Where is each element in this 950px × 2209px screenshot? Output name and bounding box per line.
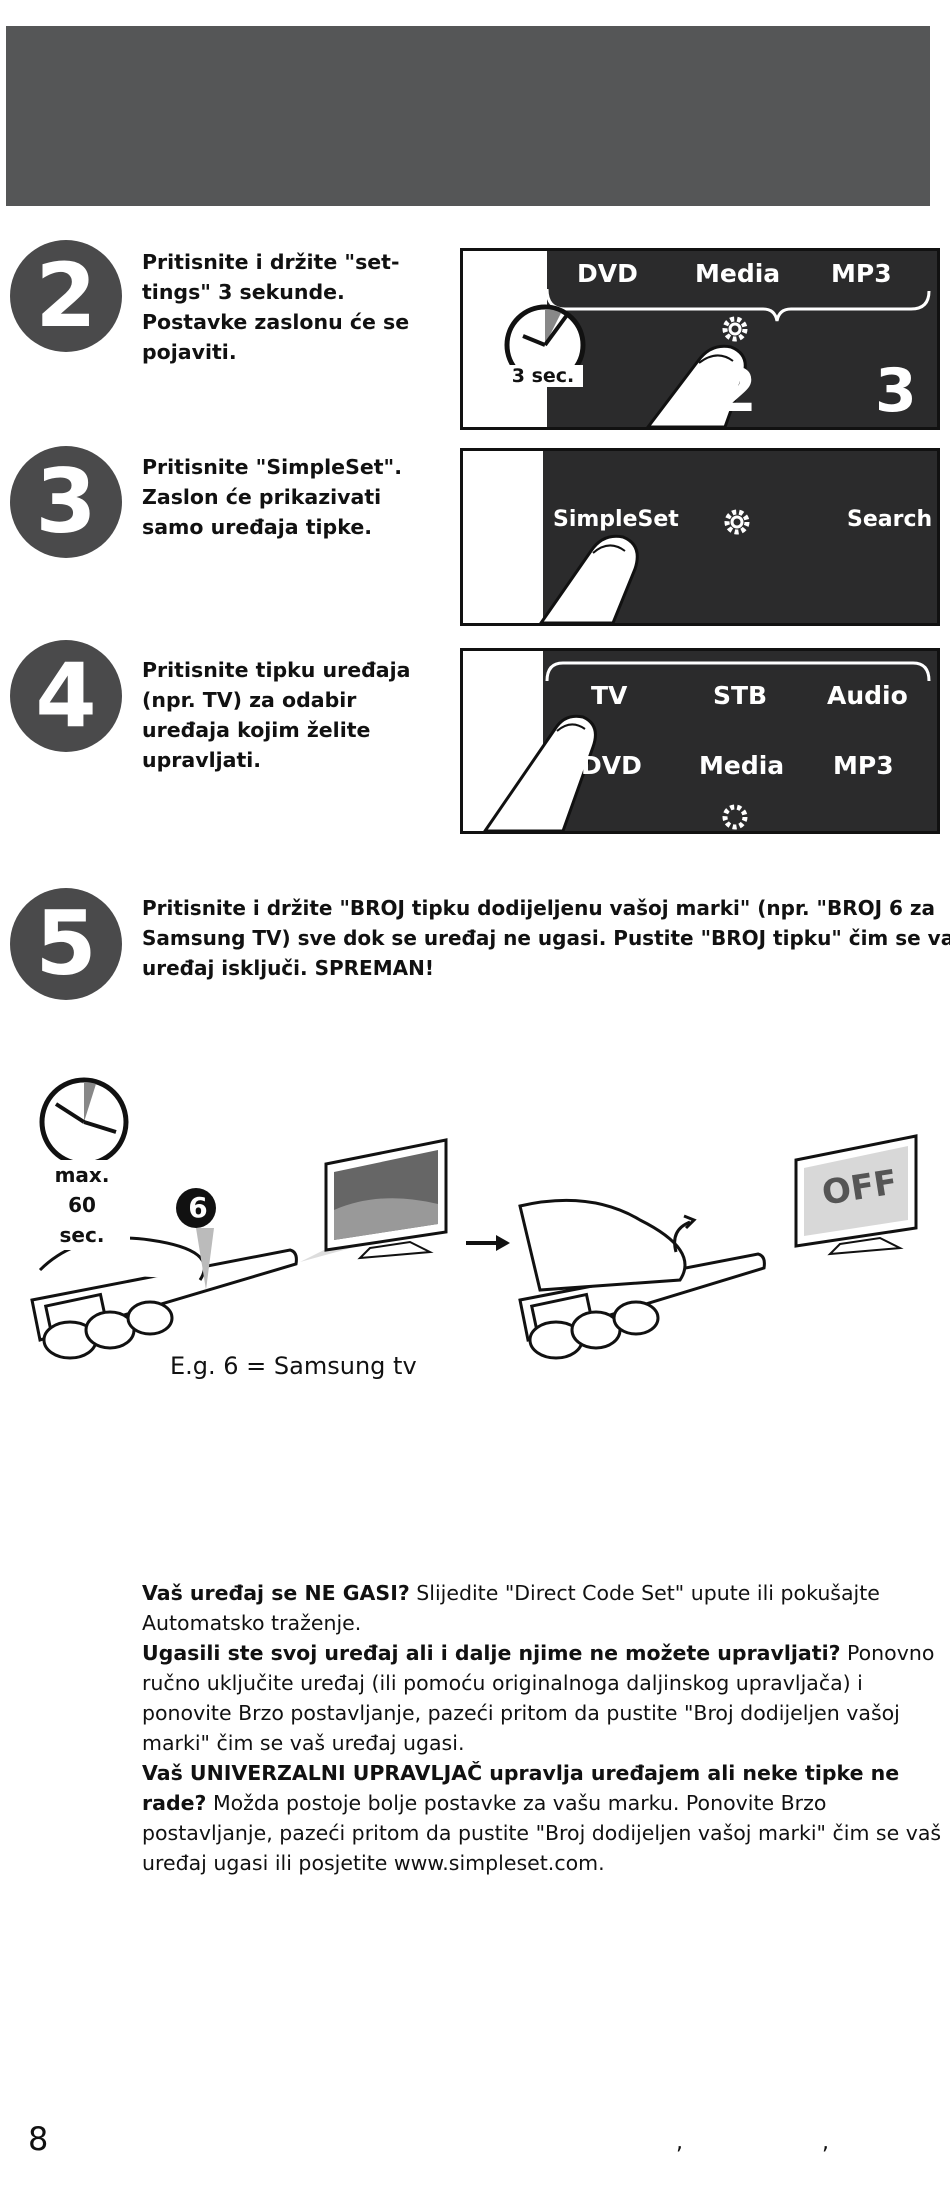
tv-off-label: OFF bbox=[819, 1162, 901, 1214]
search-label: Search bbox=[847, 507, 933, 532]
faq-item-2: Ugasili ste svoj uređaj ali i dalje njim… bbox=[142, 1638, 942, 1758]
faq-answer-2: Ponovno ručno uključite uređaj (ili pomo… bbox=[142, 1641, 935, 1755]
remote-left bbox=[30, 1236, 298, 1360]
tv-on-icon bbox=[324, 1138, 448, 1260]
screen-2-label-dvd: DVD bbox=[577, 259, 638, 288]
finger-icon bbox=[646, 344, 747, 427]
device-dvd-label: DVD bbox=[581, 751, 642, 780]
step-2-badge: 2 bbox=[10, 240, 122, 352]
finger-icon bbox=[539, 534, 639, 623]
screen-3-graphics bbox=[539, 509, 750, 623]
step-3-badge: 3 bbox=[10, 446, 122, 558]
finger-icon bbox=[483, 714, 597, 831]
footer-mark-1: , bbox=[676, 2130, 683, 2155]
simpleset-label: SimpleSet bbox=[553, 507, 679, 532]
faq-item-1: Vaš uređaj se NE GASI? Slijedite "Direct… bbox=[142, 1578, 942, 1638]
faq-question-3: Vaš UNIVERZALNI UPRAVLJAČ upravlja uređa… bbox=[142, 1761, 900, 1815]
faq-question-1: Vaš uređaj se NE GASI? bbox=[142, 1581, 410, 1605]
screen-2-label-media: Media bbox=[695, 259, 781, 288]
device-stb-label: STB bbox=[713, 681, 768, 710]
clock-icon bbox=[504, 304, 586, 386]
faq-question-2: Ugasili ste svoj uređaj ali i dalje njim… bbox=[142, 1641, 841, 1665]
step-5-badge: 5 bbox=[10, 888, 122, 1000]
device-audio-label: Audio bbox=[827, 681, 908, 710]
faq-item-3: Vaš UNIVERZALNI UPRAVLJAČ upravlja uređa… bbox=[142, 1758, 942, 1878]
screen-2-label-mp3: MP3 bbox=[831, 259, 892, 288]
gear-icon bbox=[722, 316, 748, 342]
step-4-badge: 4 bbox=[10, 640, 122, 752]
page-number: 8 bbox=[28, 2120, 49, 2158]
clock-icon bbox=[39, 1077, 129, 1167]
device-mp3-label: MP3 bbox=[833, 751, 894, 780]
screen-device-select-illustration: TV STB Audio DVD Media MP3 bbox=[460, 648, 940, 834]
gear-icon bbox=[724, 509, 750, 535]
arrow-right-icon bbox=[466, 1235, 510, 1251]
step-4-text: Pritisnite tipku uređaja (npr. TV) za od… bbox=[142, 658, 411, 772]
step-3-text: Pritisnite "SimpleSet". Zaslon će prikaz… bbox=[142, 455, 403, 539]
device-tv-label: TV bbox=[591, 681, 628, 710]
screen-4-graphics bbox=[483, 661, 931, 831]
max-timer-label: max. 60 sec. bbox=[34, 1160, 130, 1250]
screen-settings-illustration: DVD Media MP3 2 3 3 sec. bbox=[460, 248, 940, 430]
faq-answer-3: Možda postoje bolje postavke za vašu mar… bbox=[142, 1791, 942, 1875]
screen-2-digit-3: 3 bbox=[875, 356, 917, 426]
troubleshooting-section: Vaš uređaj se NE GASI? Slijedite "Direct… bbox=[142, 1578, 942, 1878]
faq-answer-1: Slijedite "Direct Code Set" upute ili po… bbox=[142, 1581, 880, 1635]
device-media-label: Media bbox=[699, 751, 785, 780]
remote-right bbox=[518, 1198, 766, 1360]
screen-2-digit-2: 2 bbox=[715, 356, 757, 426]
step-5-text: Pritisnite i držite "BROJ tipku dodijelj… bbox=[142, 896, 950, 980]
footer-mark-2: , bbox=[822, 2130, 829, 2155]
gear-icon bbox=[722, 804, 748, 830]
timer-label: 3 sec. bbox=[503, 365, 583, 387]
header-banner bbox=[6, 26, 930, 206]
step-2-text: Pritisnite i držite "set- tings" 3 sekun… bbox=[142, 250, 410, 364]
screen-simpleset-illustration: SimpleSet Search bbox=[460, 448, 940, 626]
screen-2-graphics bbox=[504, 288, 931, 427]
example-caption: E.g. 6 = Samsung tv bbox=[170, 1352, 417, 1380]
key-number-badge: 6 bbox=[188, 1191, 208, 1224]
